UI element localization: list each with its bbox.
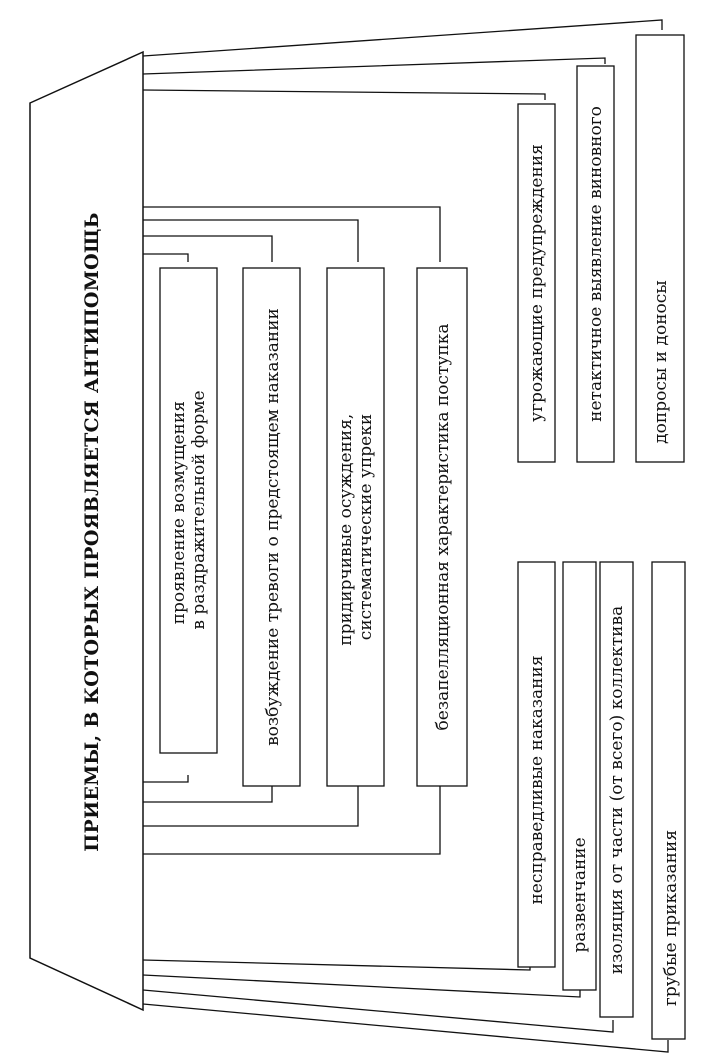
connector-inner-3-bottom — [143, 786, 359, 827]
main-title: ПРИЕМЫ, В КОТОРЫХ ПРОЯВЛЯЕТСЯ АНТИПОМОЩЬ — [81, 212, 103, 852]
inner-item-3-line-2: систематические упреки — [356, 414, 376, 640]
connector-inner-4-bottom — [143, 786, 441, 855]
top-item-1: угрожающие предупреждения — [517, 103, 556, 463]
top-item-1-label: угрожающие предупреждения — [527, 144, 547, 422]
inner-item-2: возбуждение тревоги о предстоящем наказа… — [242, 267, 301, 787]
bottom-item-2-label: развенчание — [570, 837, 590, 952]
connector-top-1 — [142, 89, 546, 100]
bottom-item-2: развенчание — [562, 561, 597, 991]
bottom-item-1-label: несправедливые наказания — [527, 655, 547, 904]
connector-inner-2-bottom — [143, 786, 273, 803]
inner-item-3-label: придирчивые осуждения, систематические у… — [336, 408, 376, 645]
bottom-item-3: изоляция от части (от всего) коллектива — [599, 561, 634, 1018]
top-item-2: нетактичное выявление виновного — [576, 65, 615, 463]
top-item-3-label: допросы и доносы — [651, 280, 671, 444]
bottom-item-4: грубые приказания — [651, 561, 686, 1040]
bottom-item-1: несправедливые наказания — [517, 561, 556, 968]
connector-top-3 — [142, 19, 663, 57]
inner-item-4-label: безапелляционная характеристика поступка — [433, 324, 453, 731]
inner-item-4: безапелляционная характеристика поступка — [416, 267, 468, 787]
connector-inner-1-bottom — [143, 775, 189, 783]
inner-item-3: придирчивые осуждения, систематические у… — [326, 267, 385, 787]
inner-item-3-line-1: придирчивые осуждения, — [336, 414, 356, 646]
connector-inner-2-top — [143, 235, 273, 262]
bottom-item-4-label: грубые приказания — [661, 830, 681, 1006]
connector-inner-1-top — [143, 253, 189, 262]
inner-item-1-line-1: проявление возмущения — [169, 401, 189, 624]
top-item-2-label: нетактичное выявление виновного — [586, 106, 606, 422]
connector-bottom-3 — [142, 989, 614, 1033]
connector-top-2 — [142, 57, 606, 75]
bottom-item-3-label: изоляция от части (от всего) коллектива — [607, 606, 627, 974]
inner-item-1-label: проявление возмущения в раздражительной … — [169, 390, 209, 629]
main-title-box — [29, 50, 144, 1012]
connector-bottom-1 — [142, 959, 531, 971]
connector-inner-3-top — [143, 219, 359, 262]
connector-inner-4-top — [143, 206, 441, 262]
inner-item-1-line-2: в раздражительной форме — [189, 390, 209, 629]
connector-bottom-2 — [142, 974, 581, 998]
top-item-3: допросы и доносы — [635, 34, 685, 463]
connector-bottom-4 — [142, 1003, 669, 1053]
inner-item-2-label: возбуждение тревоги о предстоящем наказа… — [263, 308, 283, 746]
inner-item-1: проявление возмущения в раздражительной … — [159, 267, 218, 754]
